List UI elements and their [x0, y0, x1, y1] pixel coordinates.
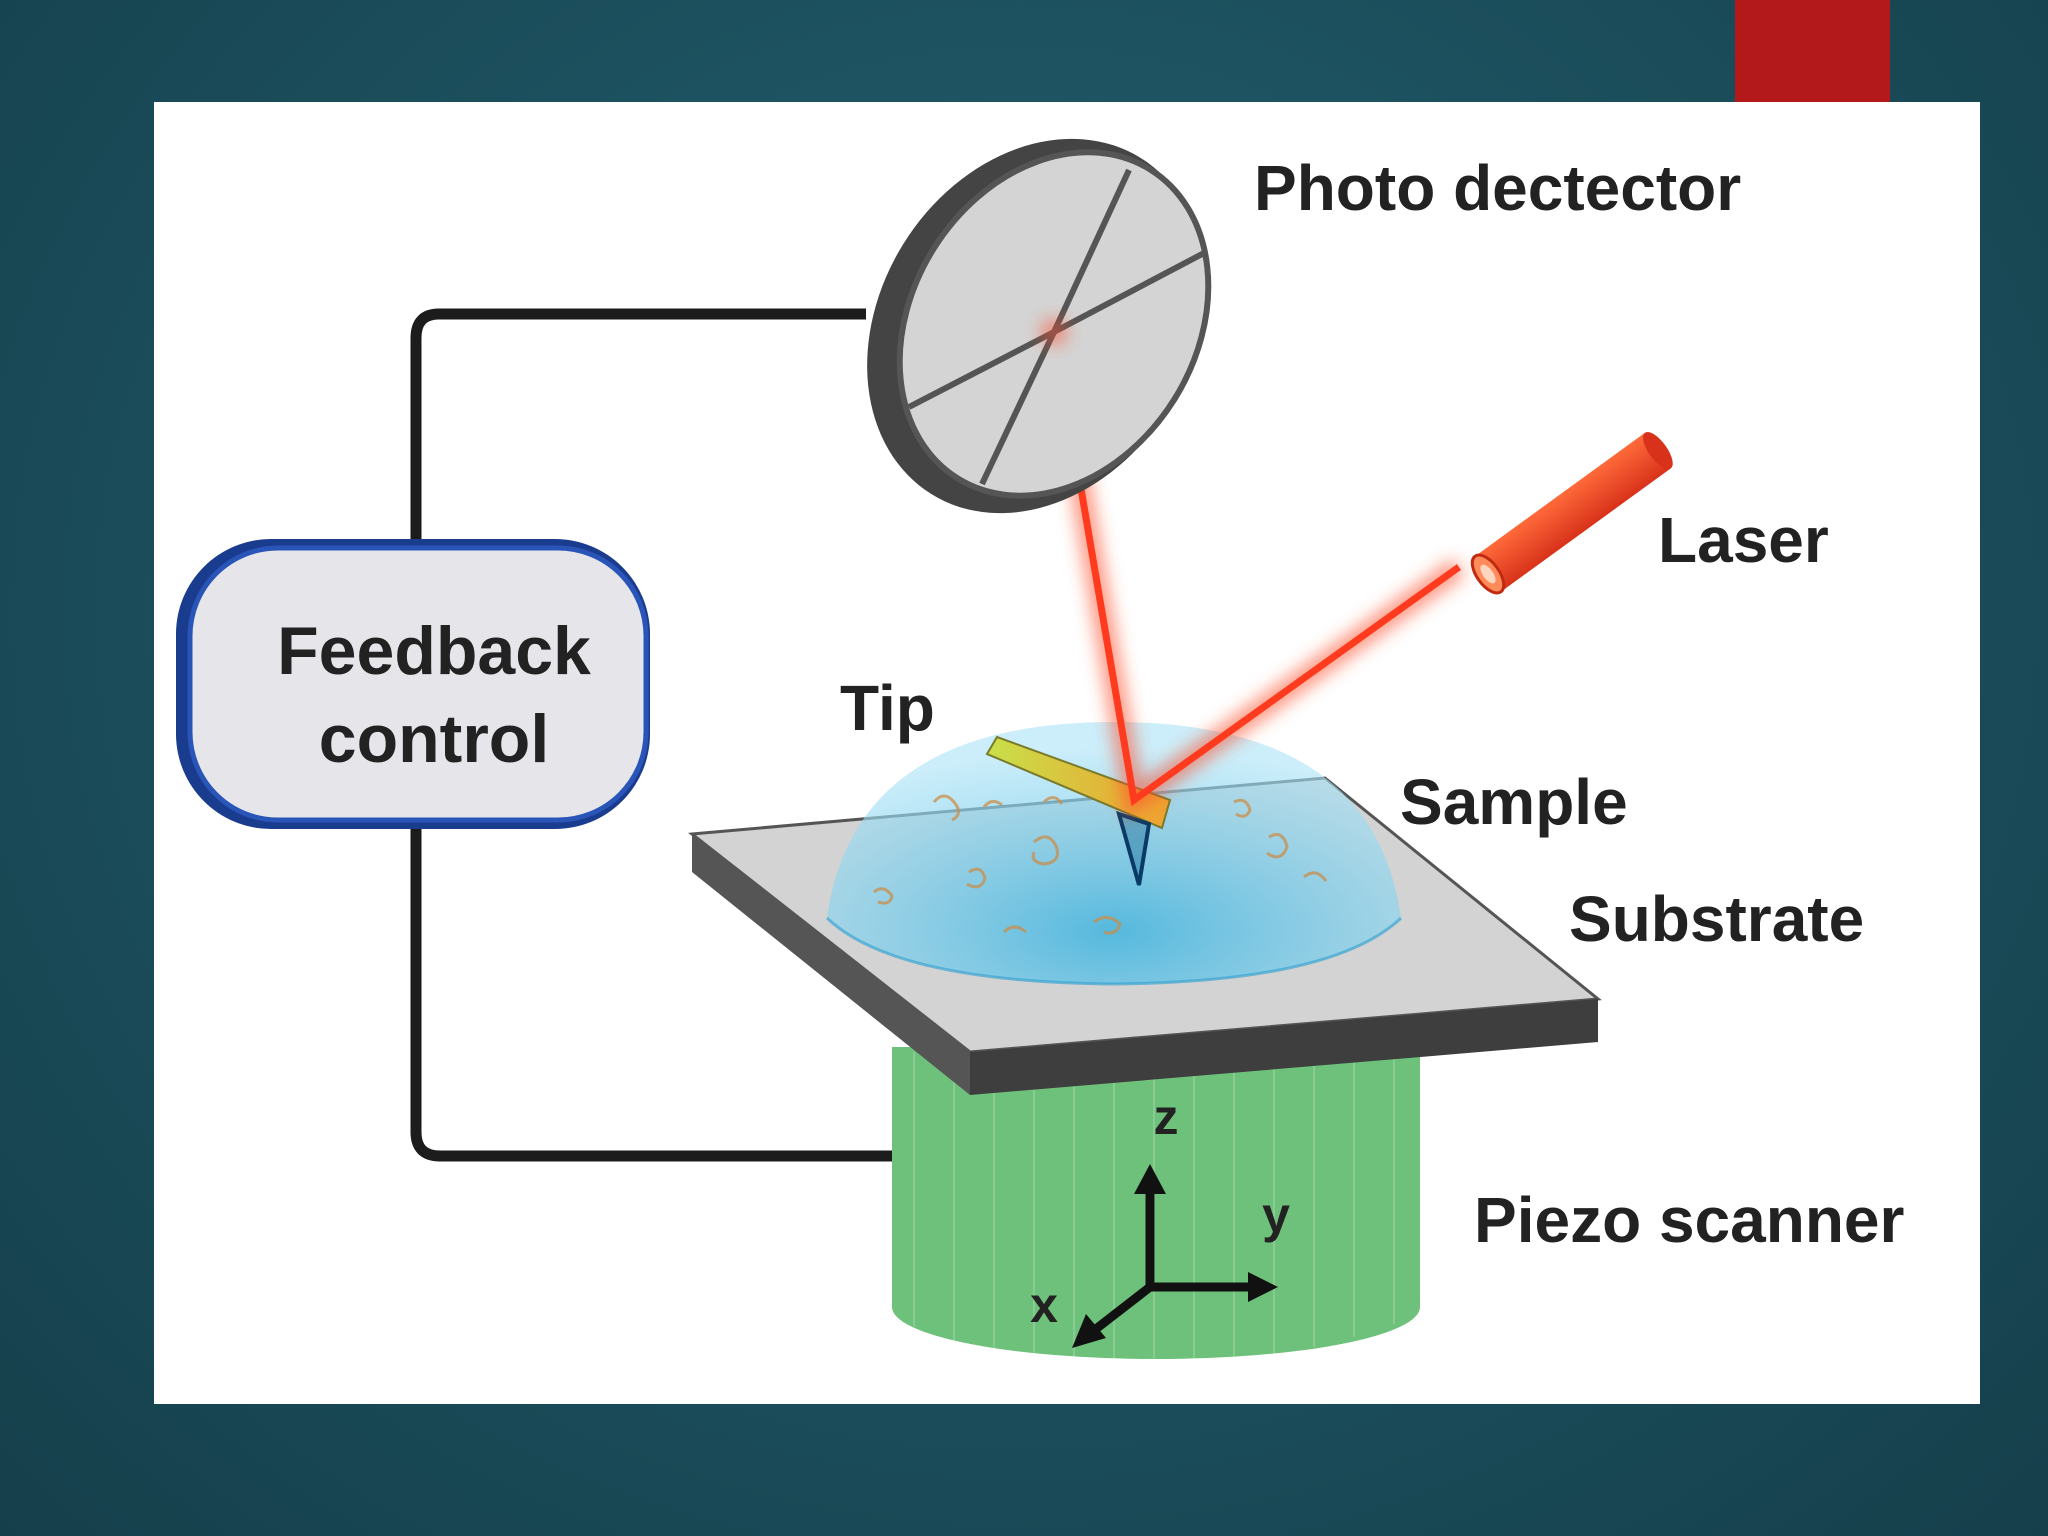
axis-x-label: x — [1030, 1277, 1058, 1333]
substrate-label: Substrate — [1569, 883, 1864, 955]
tip-label: Tip — [840, 672, 935, 744]
photo-detector-label: Photo dectector — [1254, 152, 1741, 224]
afm-diagram: z y x — [176, 138, 1904, 1360]
laser-source — [1470, 431, 1673, 595]
xyz-axes — [1072, 1164, 1278, 1348]
figure-panel: z y x — [154, 102, 1980, 1404]
feedback-control-box — [176, 539, 650, 829]
photo-detector — [867, 138, 1212, 514]
axis-y-label: y — [1262, 1187, 1290, 1243]
piezo-scanner-label: Piezo scanner — [1474, 1184, 1904, 1256]
feedback-label-line1: Feedback — [277, 613, 591, 689]
sample-droplet — [825, 722, 1403, 986]
sample-label: Sample — [1400, 766, 1628, 838]
accent-bar — [1735, 0, 1890, 102]
feedback-label-line2: control — [319, 701, 549, 777]
axis-z-label: z — [1154, 1089, 1179, 1145]
feedback-wire — [410, 308, 892, 1162]
laser-label: Laser — [1658, 504, 1829, 576]
